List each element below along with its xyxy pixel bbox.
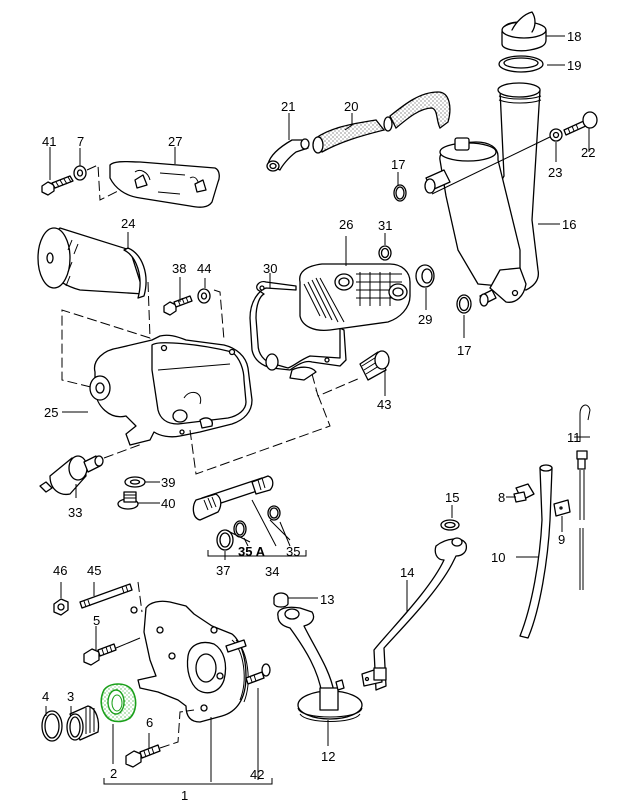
part-17-o-ring-upper[interactable] [393,184,407,202]
part-45-stud[interactable] [79,583,133,609]
callout-3[interactable]: 3 [67,689,75,704]
callout-19[interactable]: 19 [567,58,582,73]
part-44-nut[interactable] [197,288,211,304]
callout-7[interactable]: 7 [77,134,85,149]
callout-2[interactable]: 2 [110,766,118,781]
part-31-o-ring[interactable] [378,245,392,261]
part-9-plate[interactable] [553,499,571,517]
callout-21[interactable]: 21 [281,99,296,114]
callout-46[interactable]: 46 [53,563,68,578]
callout-42[interactable]: 42 [250,767,265,782]
part-29-seal[interactable] [415,264,435,288]
callout-9[interactable]: 9 [558,532,566,547]
part-42-bolt[interactable] [245,663,271,685]
part-19-seal-ring[interactable] [498,55,544,73]
callout-34[interactable]: 34 [265,564,280,579]
part-1-oil-pump-assembly[interactable] [130,600,249,723]
callout-8[interactable]: 8 [498,490,506,505]
callout-43[interactable]: 43 [377,397,392,412]
callout-29[interactable]: 29 [418,312,433,327]
callout-38[interactable]: 38 [172,261,187,276]
callout-39[interactable]: 39 [161,475,176,490]
part-27-cover[interactable] [109,160,220,208]
part-22-bolt[interactable] [563,111,598,136]
callout-45[interactable]: 45 [87,563,102,578]
callout-26[interactable]: 26 [339,217,354,232]
part-17-o-ring-lower[interactable] [456,294,472,314]
part-14-oil-pipe[interactable] [361,537,468,691]
callout-20[interactable]: 20 [344,99,359,114]
part-38-bolt[interactable] [163,295,193,316]
callout-1[interactable]: 1 [181,788,189,803]
callout-22[interactable]: 22 [581,145,596,160]
callout-10[interactable]: 10 [491,550,506,565]
part-46-nut[interactable] [53,598,69,616]
part-40-drain-plug[interactable] [117,491,139,510]
callout-13[interactable]: 13 [320,592,335,607]
part-11-dipstick[interactable] [576,404,591,590]
callout-14[interactable]: 14 [400,565,415,580]
callout-44[interactable]: 44 [197,261,212,276]
callout-5[interactable]: 5 [93,613,101,628]
callout-40[interactable]: 40 [161,496,176,511]
callout-6[interactable]: 6 [146,715,154,730]
callout-25[interactable]: 25 [44,405,59,420]
part-43-threaded-bushing[interactable] [359,350,390,381]
part-8-clip[interactable] [513,483,535,503]
part-20-breather-hose[interactable] [312,91,451,154]
callout-11[interactable]: 11 [567,430,581,445]
part-16-oil-filler-neck[interactable] [424,82,542,307]
callout-31[interactable]: 31 [378,218,393,233]
callout-16[interactable]: 16 [562,217,577,232]
part-5-bolt[interactable] [83,643,117,666]
part-34-stud[interactable] [192,475,274,521]
callout-17-upper[interactable]: 17 [391,157,406,172]
callout-41[interactable]: 41 [42,134,57,149]
part-39-seal-ring[interactable] [124,476,146,488]
callout-35A[interactable]: 35 A [238,544,265,559]
callout-23[interactable]: 23 [548,165,563,180]
callout-15[interactable]: 15 [445,490,460,505]
callout-33[interactable]: 33 [68,505,83,520]
callout-24[interactable]: 24 [121,216,136,231]
part-26-oil-cooler[interactable] [299,263,411,332]
leader-lines [45,35,590,785]
part-15-gasket[interactable] [440,519,460,531]
part-10-dipstick-guide-tube[interactable] [519,464,553,639]
part-18-filler-cap[interactable] [501,11,547,52]
callout-12[interactable]: 12 [321,749,336,764]
callout-27[interactable]: 27 [168,134,183,149]
part-2-shaft-seal-highlighted[interactable] [100,683,137,723]
part-13-nut[interactable] [273,592,289,608]
part-24-oil-filter[interactable] [37,227,147,299]
part-6-bolt[interactable] [125,744,161,768]
part-3-bearing-sleeve[interactable] [66,705,100,741]
callout-17-lower[interactable]: 17 [457,343,472,358]
part-4-o-ring[interactable] [41,710,63,742]
part-23-washer[interactable] [549,128,563,142]
part-21-hose-elbow[interactable] [266,138,310,172]
part-7-washer[interactable] [73,165,87,181]
callout-30[interactable]: 30 [263,261,278,276]
part-41-bolt[interactable] [41,175,74,196]
part-35-o-ring[interactable] [267,505,281,521]
part-37-o-ring[interactable] [216,529,234,551]
callout-35[interactable]: 35 [286,544,301,559]
part-33-oil-pressure-switch[interactable] [39,455,104,496]
callout-4[interactable]: 4 [42,689,50,704]
callout-18[interactable]: 18 [567,29,582,44]
part-30-gasket[interactable] [249,280,347,381]
part-12-oil-strainer[interactable] [277,606,363,722]
callout-37[interactable]: 37 [216,563,231,578]
part-25-oil-filter-housing[interactable] [89,334,253,446]
